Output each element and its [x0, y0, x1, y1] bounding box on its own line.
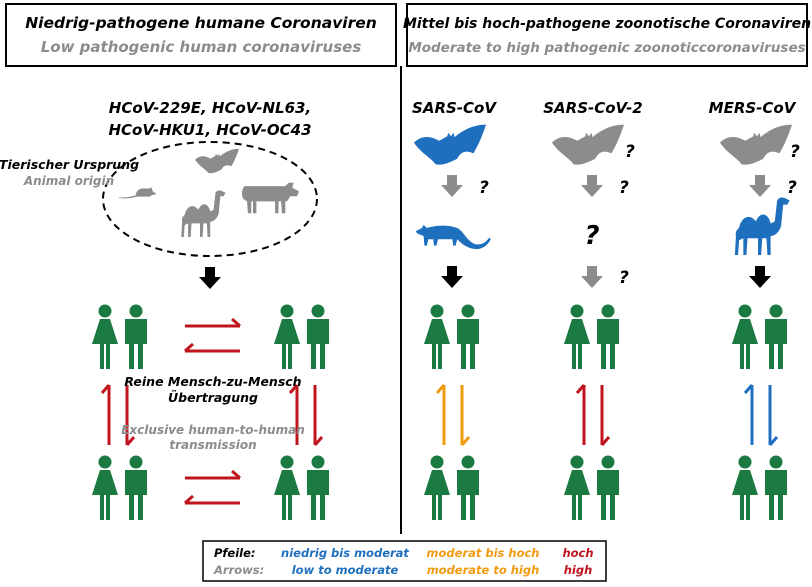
mouse-icon: [119, 187, 157, 199]
mers-cov-transmission-arrows: [743, 384, 779, 446]
transmission-arrows-right: [288, 384, 324, 446]
legend-mid-de: moderat bis hoch: [427, 546, 540, 560]
sars-cov-human-pair-bottom: [424, 456, 479, 521]
animal-origin-label-de: Tierischer Ursprung: [0, 157, 139, 172]
sars-cov-arrow-question: ?: [479, 178, 489, 198]
mers-cov-bat-question: ?: [790, 142, 800, 162]
transmission-label-de-line1: Reine Mensch-zu-Mensch: [124, 374, 301, 389]
sars-cov-2-intermediate-question: ?: [584, 221, 599, 251]
left-title-de: Niedrig-pathogene humane Coronaviren: [25, 14, 377, 32]
mers-cov-camel-icon: [734, 197, 790, 255]
human-pair-bottom-left: [92, 456, 147, 521]
transmission-arrows-bottom: [184, 469, 241, 505]
mers-cov-arrow-question: ?: [787, 178, 797, 198]
sars-cov-transmission-arrows: [435, 384, 471, 446]
legend-high-de: hoch: [562, 546, 593, 560]
human-pair-top-left: [92, 305, 147, 370]
sars-cov-bat-icon: [414, 124, 486, 165]
legend-low-de: niedrig bis moderat: [281, 546, 409, 560]
sars-cov-human-pair-top: [424, 305, 479, 370]
human-pair-top-right: [274, 305, 329, 370]
left-header-box: [5, 3, 397, 67]
sars-cov-black-arrow: [441, 266, 463, 288]
civet-icon: [415, 224, 491, 250]
sars-cov-2-bat-question: ?: [625, 142, 635, 162]
mers-cov-human-pair-bottom: [732, 456, 787, 521]
virus-name-mers-cov: MERS-CoV: [709, 99, 797, 117]
sars-cov-2-arrow1-question: ?: [619, 178, 629, 198]
animal-origin-ellipse: [102, 141, 318, 257]
sars-cov-2-human-pair-bottom: [564, 456, 619, 521]
transmission-label-en-line1: Exclusive human-to-human: [121, 423, 305, 437]
sars-cov-2-grey-arrow-1: [581, 175, 603, 197]
sars-cov-2-bat-icon: [552, 124, 624, 165]
mers-cov-bat-icon: [720, 124, 792, 165]
camel-icon: [181, 190, 226, 237]
sars-cov-grey-arrow: [441, 175, 463, 197]
right-title-de: Mittel bis hoch-pathogene zoonotische Co…: [403, 16, 811, 32]
sars-cov-2-grey-arrow-2: [581, 266, 603, 288]
legend-low-en: low to moderate: [292, 563, 399, 577]
cow-icon: [241, 182, 299, 214]
sars-cov-2-arrow2-question: ?: [619, 268, 629, 288]
legend-mid-en: moderate to high: [427, 563, 540, 577]
human-coronavirus-names-line1: HCoV-229E, HCoV-NL63,: [109, 99, 311, 117]
transmission-arrows-left: [100, 384, 136, 446]
legend-label-de: Pfeile:: [214, 546, 256, 560]
mers-cov-grey-arrow: [749, 175, 771, 197]
sars-cov-2-human-pair-top: [564, 305, 619, 370]
transmission-label-en-line2: transmission: [169, 438, 256, 452]
transmission-label-de-line2: Übertragung: [168, 390, 258, 405]
mers-cov-human-pair-top: [732, 305, 787, 370]
sars-cov-2-transmission-arrows: [575, 384, 611, 446]
legend-box: [202, 540, 607, 582]
virus-name-sars-cov: SARS-CoV: [412, 99, 497, 117]
legend-high-en: high: [564, 563, 593, 577]
origin-down-arrow: [199, 267, 221, 289]
virus-name-sars-cov-2: SARS-CoV-2: [543, 99, 643, 117]
animal-origin-label-en: Animal origin: [23, 174, 114, 188]
right-title-en: Moderate to high pathogenic zoonoticcoro…: [408, 40, 805, 56]
left-title-en: Low pathogenic human coronaviruses: [41, 38, 362, 56]
human-pair-bottom-right: [274, 456, 329, 521]
right-header-box: [406, 3, 808, 67]
bat-icon: [195, 148, 239, 174]
transmission-arrows-top: [184, 317, 241, 353]
human-coronavirus-names-line2: HCoV-HKU1, HCoV-OC43: [108, 121, 311, 139]
mers-cov-black-arrow: [749, 266, 771, 288]
legend-label-en: Arrows:: [213, 563, 264, 577]
